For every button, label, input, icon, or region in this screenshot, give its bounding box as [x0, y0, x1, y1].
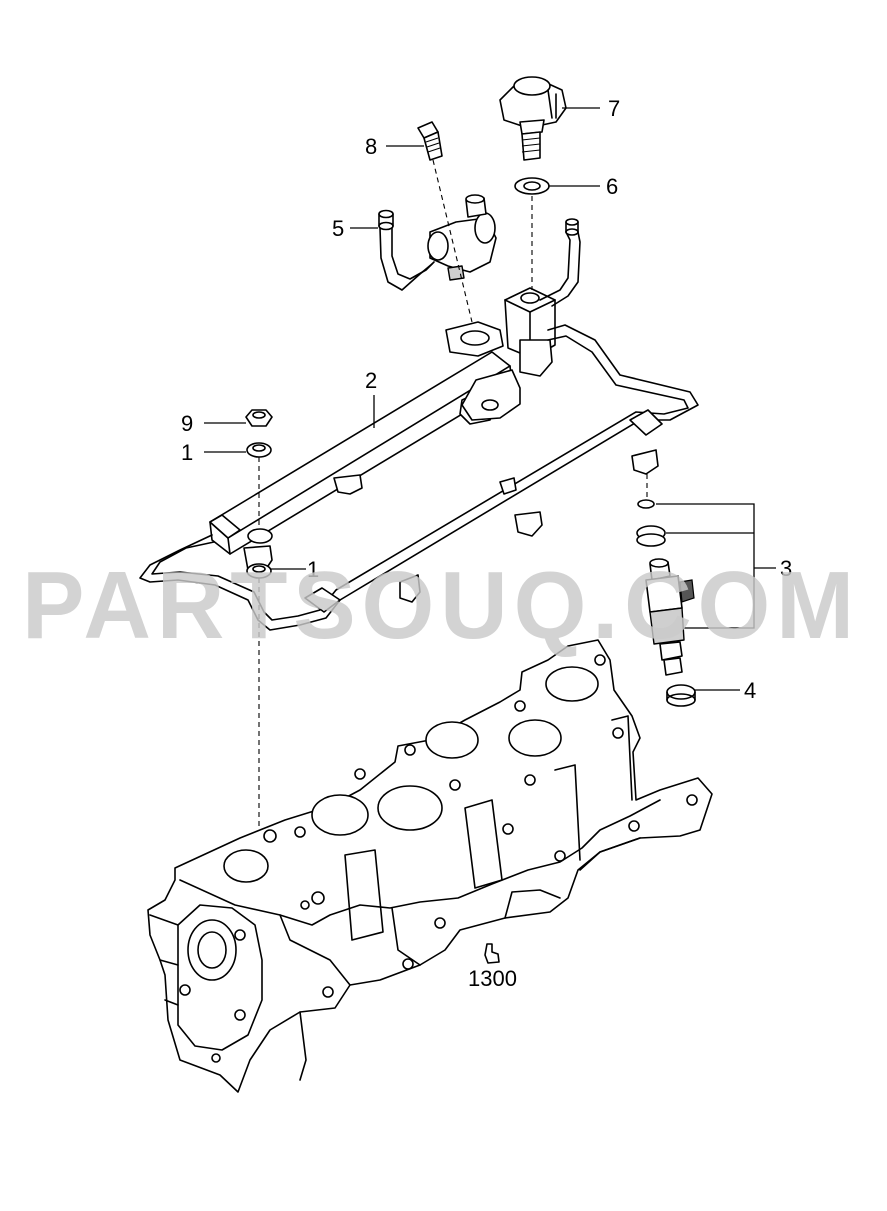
callout-6: 6 — [606, 174, 618, 199]
callout-2: 2 — [365, 368, 377, 393]
injector — [636, 499, 695, 676]
fuel-rail — [209, 287, 556, 576]
hand-icon — [484, 943, 500, 964]
callout-9: 9 — [181, 411, 193, 436]
callout-8: 8 — [365, 134, 377, 159]
callout-7: 7 — [608, 96, 620, 121]
return-pipe — [139, 218, 699, 631]
pressure-regulator — [378, 194, 497, 291]
callout-5: 5 — [332, 216, 344, 241]
watermark: PARTSOUQ.COM — [22, 552, 860, 659]
callout-4: 4 — [744, 678, 756, 703]
callout-1-lower: 1 — [307, 557, 319, 582]
pulsation-damper — [499, 76, 567, 161]
callout-1300: 1300 — [468, 966, 517, 991]
intake-manifold — [147, 639, 713, 1093]
injector-insulator — [666, 684, 696, 700]
bolt — [417, 121, 443, 161]
callout-3: 3 — [780, 556, 792, 581]
callout-1-upper: 1 — [181, 440, 193, 465]
